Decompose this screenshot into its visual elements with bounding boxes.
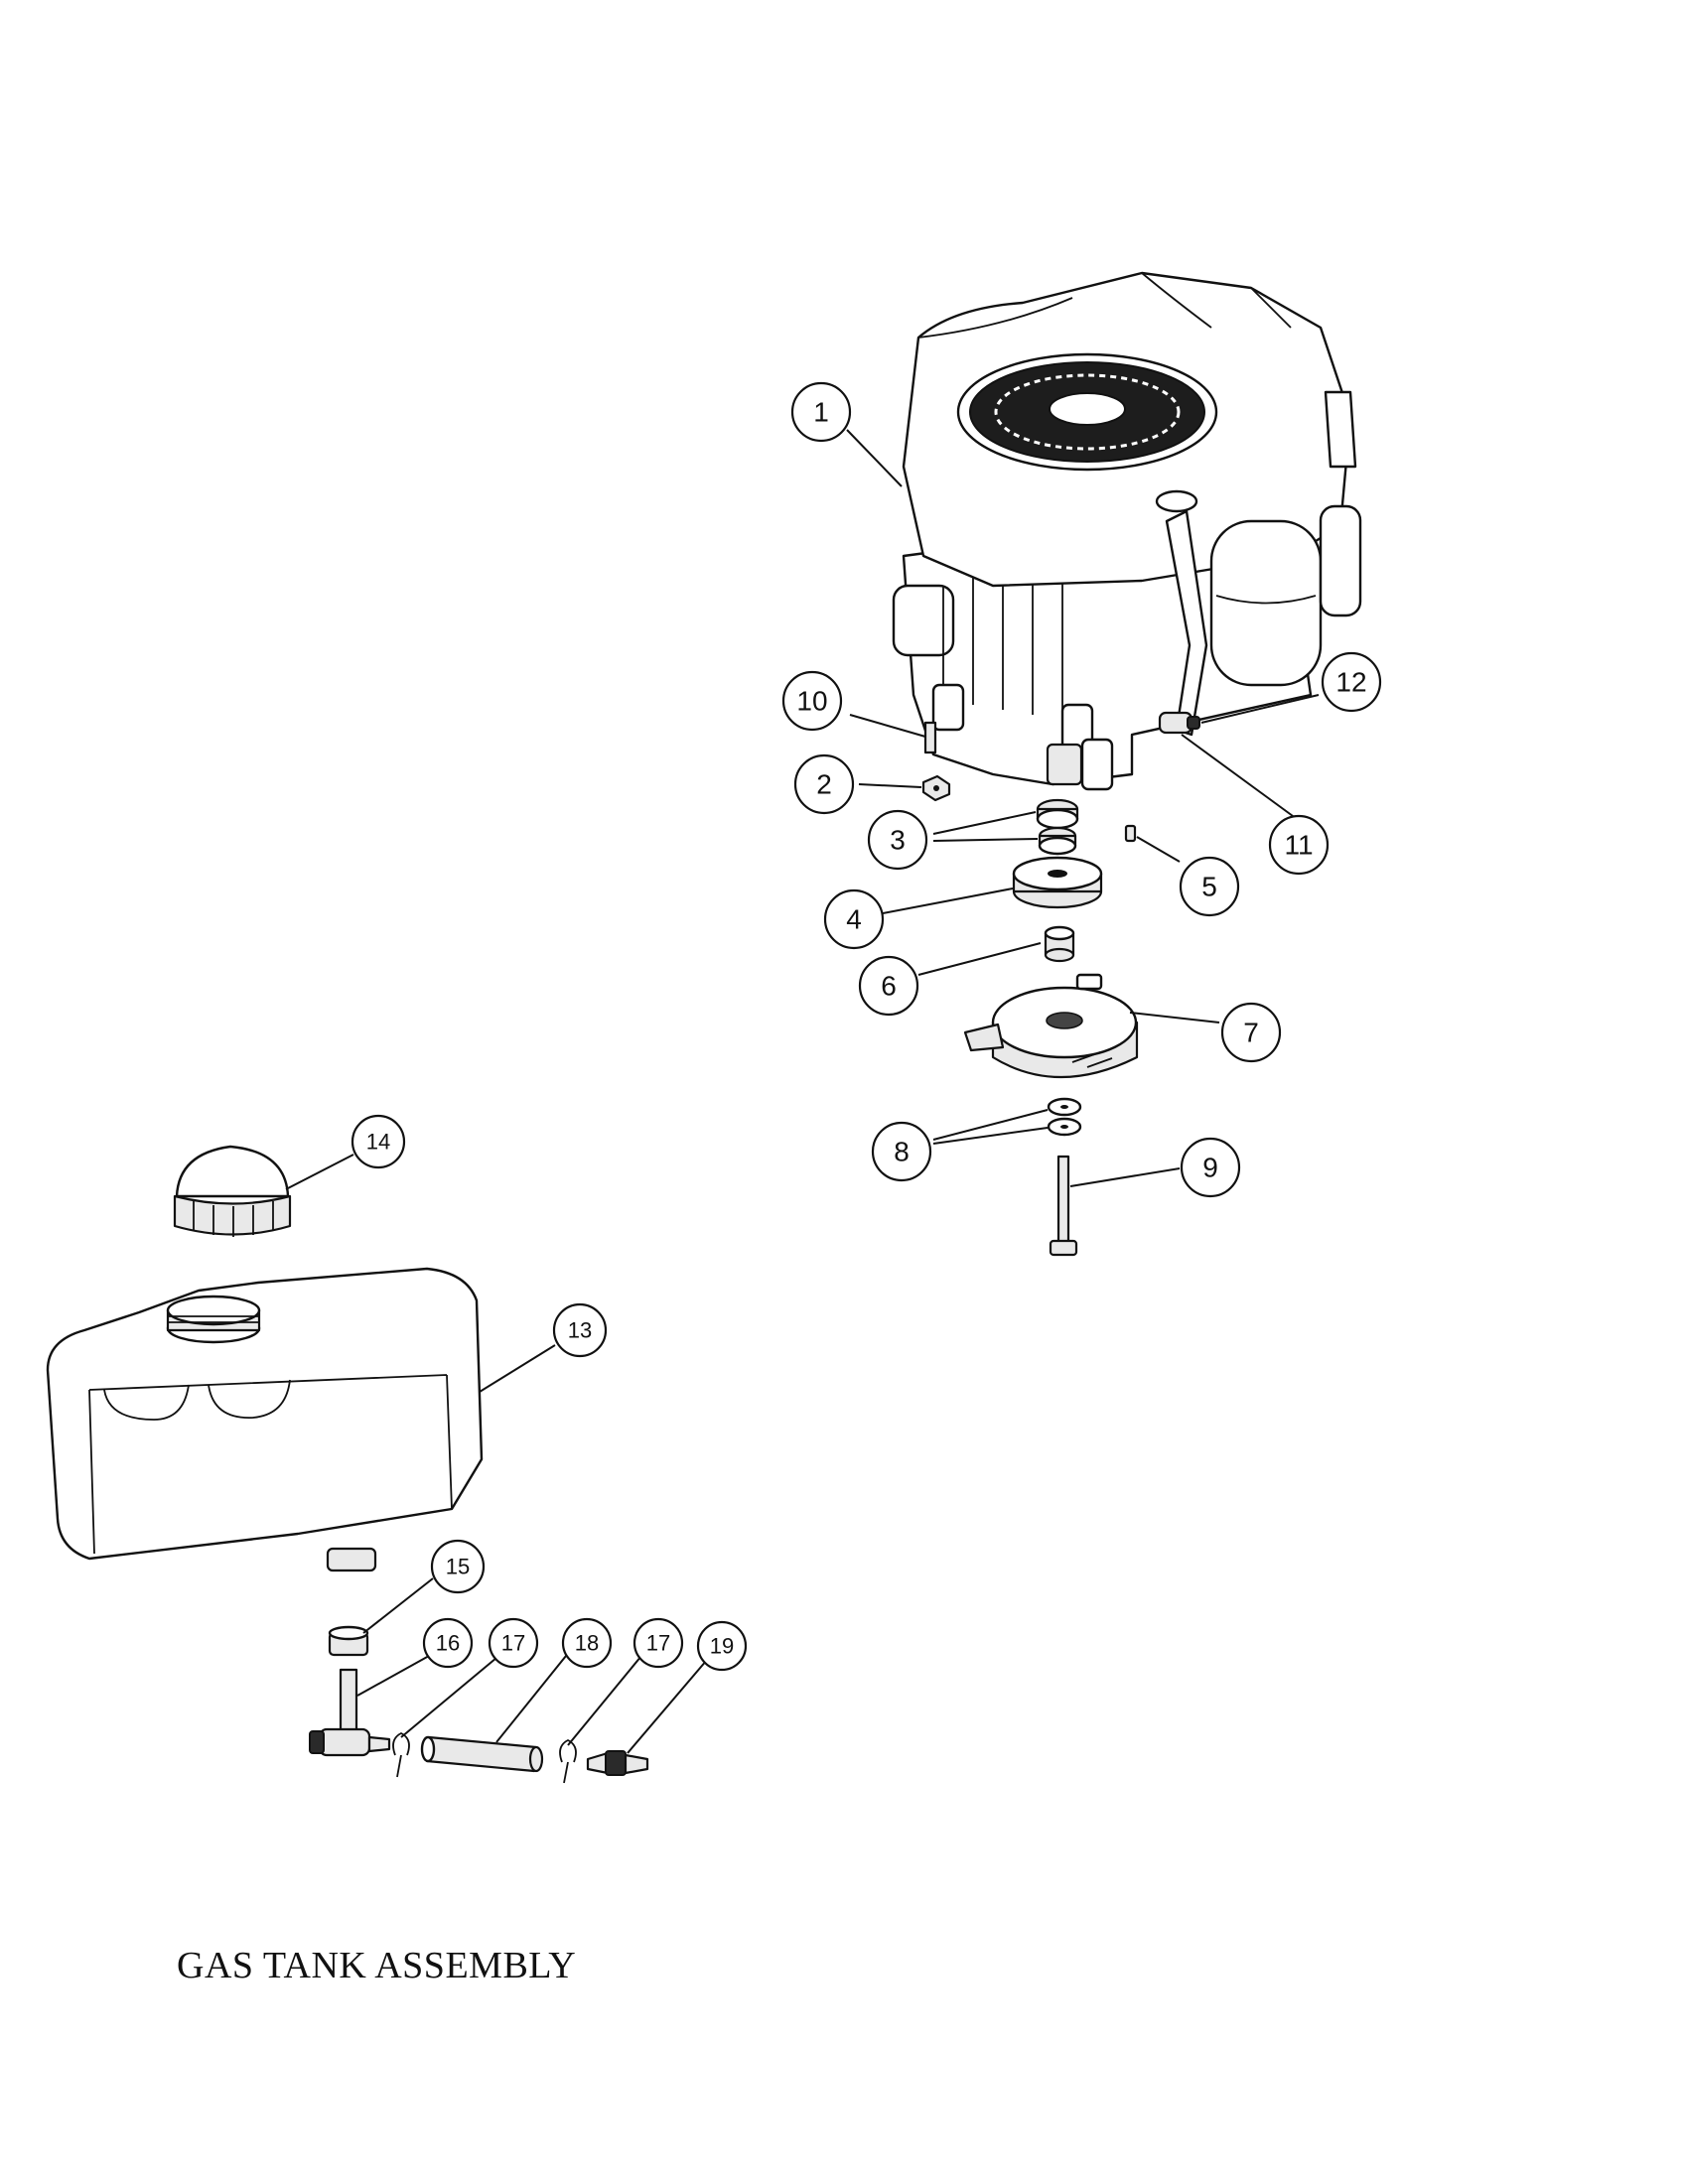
- bolt-part: [1049, 1155, 1078, 1257]
- callout-17-right: 17: [632, 1617, 684, 1669]
- callout-10-label: 10: [796, 686, 827, 717]
- callout-16: 16: [422, 1617, 474, 1669]
- callout-8-label: 8: [894, 1137, 910, 1167]
- callout-1: 1: [790, 381, 852, 443]
- callout-12-label: 12: [1335, 667, 1366, 698]
- pulley-part: [1012, 856, 1103, 909]
- callout-1-label: 1: [813, 397, 829, 428]
- engine-part: [892, 271, 1362, 791]
- callout-8: 8: [871, 1121, 932, 1182]
- callout-10: 10: [781, 670, 843, 732]
- callout-17-left-label: 17: [501, 1631, 525, 1656]
- callout-12: 12: [1321, 651, 1382, 713]
- stud-part: [923, 721, 937, 754]
- bushing-part: [328, 1625, 369, 1657]
- callout-3: 3: [867, 809, 928, 871]
- callout-9: 9: [1180, 1137, 1241, 1198]
- callout-5: 5: [1179, 856, 1240, 917]
- callout-15: 15: [430, 1539, 486, 1594]
- callout-15-label: 15: [446, 1555, 470, 1579]
- callout-7: 7: [1220, 1002, 1282, 1063]
- assembly-title: GAS TANK ASSEMBLY: [177, 1945, 577, 1986]
- washer-part: [1047, 1097, 1082, 1137]
- hose-fitting-part: [586, 1750, 649, 1776]
- callout-17-right-label: 17: [646, 1631, 670, 1656]
- callout-14: 14: [351, 1114, 406, 1169]
- callout-2: 2: [793, 753, 855, 815]
- callout-11-label: 11: [1284, 830, 1313, 861]
- callout-13: 13: [552, 1302, 608, 1358]
- hose-clamp-part: [392, 1731, 577, 1784]
- callout-16-label: 16: [436, 1631, 460, 1656]
- spacer-part: [1036, 798, 1079, 856]
- callout-19: 19: [696, 1620, 748, 1672]
- callout-7-label: 7: [1243, 1018, 1259, 1048]
- key-part: [1124, 824, 1137, 843]
- sleeve-part: [1044, 925, 1075, 963]
- fuel-cap-part: [173, 1145, 292, 1237]
- callout-5-label: 5: [1201, 872, 1217, 902]
- pto-clutch-part: [963, 973, 1139, 1078]
- callout-18-label: 18: [575, 1631, 599, 1656]
- callout-4: 4: [823, 888, 885, 950]
- callout-19-label: 19: [710, 1634, 734, 1659]
- nut-part: [921, 774, 951, 802]
- gas-tank-part: [46, 1267, 484, 1572]
- callout-18: 18: [561, 1617, 613, 1669]
- callout-2-label: 2: [816, 769, 832, 800]
- callout-9-label: 9: [1202, 1153, 1218, 1183]
- callout-17-left: 17: [488, 1617, 539, 1669]
- callout-6: 6: [858, 955, 919, 1017]
- callout-11: 11: [1268, 814, 1330, 876]
- callout-13-label: 13: [568, 1318, 592, 1343]
- callout-4-label: 4: [846, 904, 862, 935]
- callout-3-label: 3: [890, 825, 906, 856]
- fuel-hose-part: [420, 1735, 544, 1773]
- callout-14-label: 14: [366, 1130, 390, 1155]
- callout-6-label: 6: [881, 971, 897, 1002]
- fuel-fitting-part: [1158, 711, 1200, 735]
- shutoff-valve-part: [309, 1668, 391, 1757]
- leader-lines: [285, 429, 1320, 1754]
